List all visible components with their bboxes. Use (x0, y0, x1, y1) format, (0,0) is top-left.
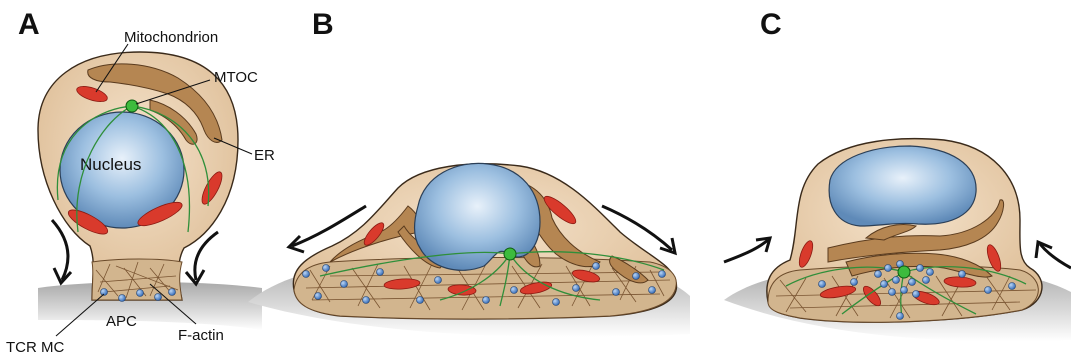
arrow-c-right (1040, 244, 1071, 268)
arrow-c-left (724, 240, 768, 262)
panel-b: B (248, 8, 690, 337)
mtoc-b (504, 248, 516, 260)
panel-a: A Nucleus (6, 8, 275, 356)
mtoc-a (126, 100, 138, 112)
panel-c-letter: C (760, 8, 782, 41)
nucleus-c (829, 146, 976, 226)
nucleus-b (415, 163, 541, 270)
label-f-actin: F-actin (178, 327, 224, 344)
panel-c: C (724, 8, 1071, 341)
label-tcr-mc: TCR MC (6, 339, 64, 356)
label-apc: APC (106, 313, 137, 330)
label-mitochondrion: Mitochondrion (124, 29, 218, 46)
panel-b-letter: B (312, 8, 334, 41)
label-mtoc: MTOC (214, 69, 258, 86)
mtoc-c (898, 266, 910, 278)
label-er: ER (254, 147, 275, 164)
panel-a-letter: A (18, 8, 40, 41)
nucleus-label: Nucleus (80, 155, 141, 174)
